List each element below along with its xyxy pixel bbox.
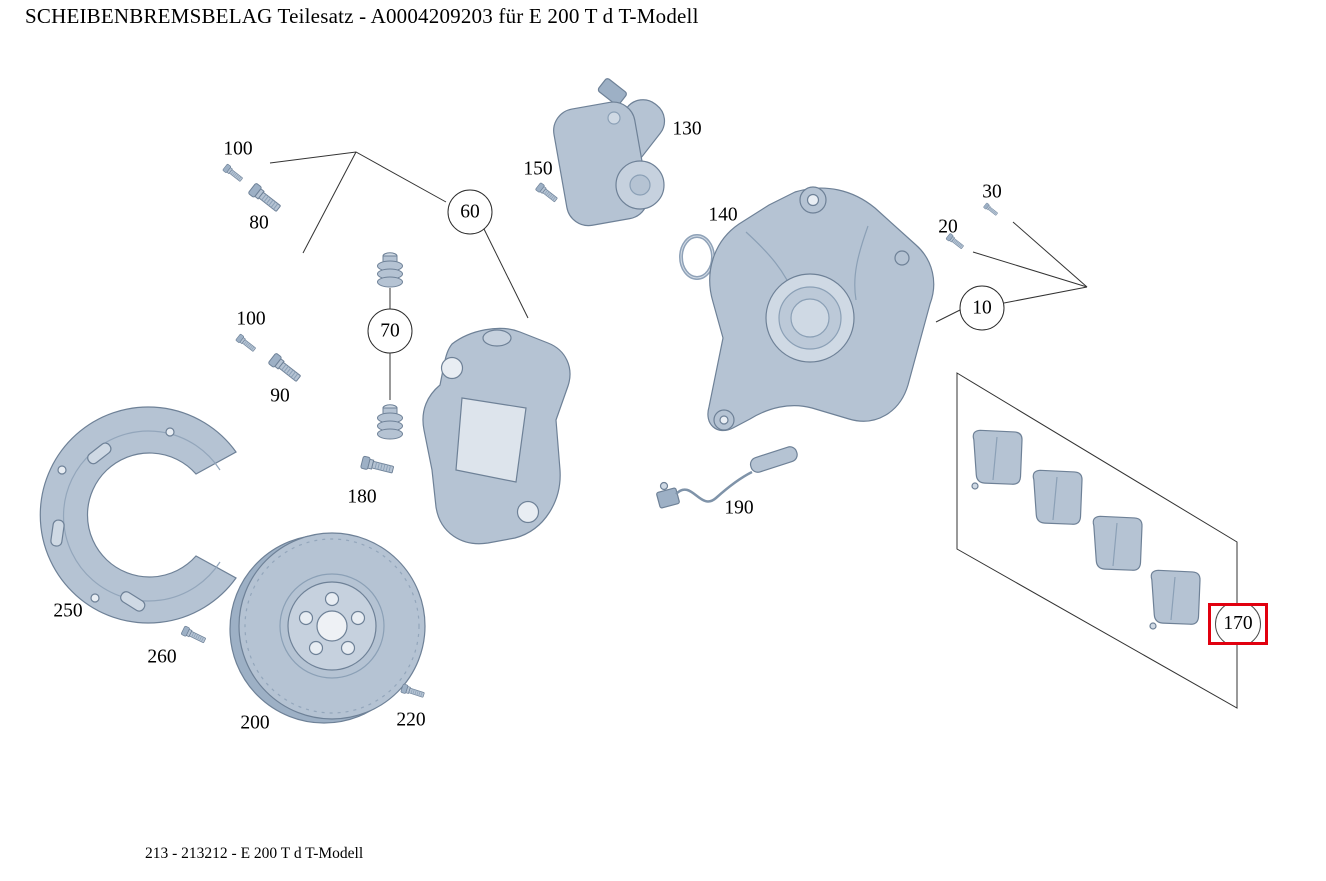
callout-100-lower[interactable]: 100 bbox=[236, 308, 266, 330]
callout-90[interactable]: 90 bbox=[270, 385, 290, 407]
callout-130[interactable]: 130 bbox=[672, 118, 702, 140]
callout-170-label: 170 bbox=[1223, 613, 1253, 635]
brake-pad-set-drawing bbox=[956, 372, 1238, 709]
caliper-drawing bbox=[707, 186, 935, 432]
parking-brake-actuator-drawing bbox=[553, 78, 666, 227]
callout-140[interactable]: 140 bbox=[708, 204, 738, 226]
callout-30[interactable]: 30 bbox=[982, 181, 1002, 203]
leader-lines bbox=[269, 151, 1088, 400]
carrier-drawing bbox=[422, 327, 571, 545]
callout-190[interactable]: 190 bbox=[724, 497, 754, 519]
callout-150[interactable]: 150 bbox=[523, 158, 553, 180]
splash-shield-drawing bbox=[39, 406, 237, 624]
callout-80[interactable]: 80 bbox=[249, 212, 269, 234]
page-title: SCHEIBENBREMSBELAG Teilesatz - A00042092… bbox=[25, 4, 699, 28]
callout-circle-outline bbox=[1215, 606, 1261, 642]
callout-20[interactable]: 20 bbox=[938, 216, 958, 238]
callout-170-highlighted[interactable]: 170 bbox=[1208, 603, 1268, 645]
callout-200[interactable]: 200 bbox=[240, 712, 270, 734]
callout-220[interactable]: 220 bbox=[396, 709, 426, 731]
callout-10[interactable]: 10 bbox=[959, 285, 1005, 331]
callout-180[interactable]: 180 bbox=[347, 486, 377, 508]
callout-250[interactable]: 250 bbox=[53, 600, 83, 622]
callout-260[interactable]: 260 bbox=[147, 646, 177, 668]
callout-100-upper[interactable]: 100 bbox=[223, 138, 253, 160]
callout-70[interactable]: 70 bbox=[367, 308, 413, 354]
wear-sensor-drawing bbox=[656, 446, 798, 509]
footer-caption: 213 - 213212 - E 200 T d T-Modell bbox=[145, 845, 364, 862]
brake-disc-drawing bbox=[229, 532, 426, 724]
callout-60[interactable]: 60 bbox=[447, 189, 493, 235]
